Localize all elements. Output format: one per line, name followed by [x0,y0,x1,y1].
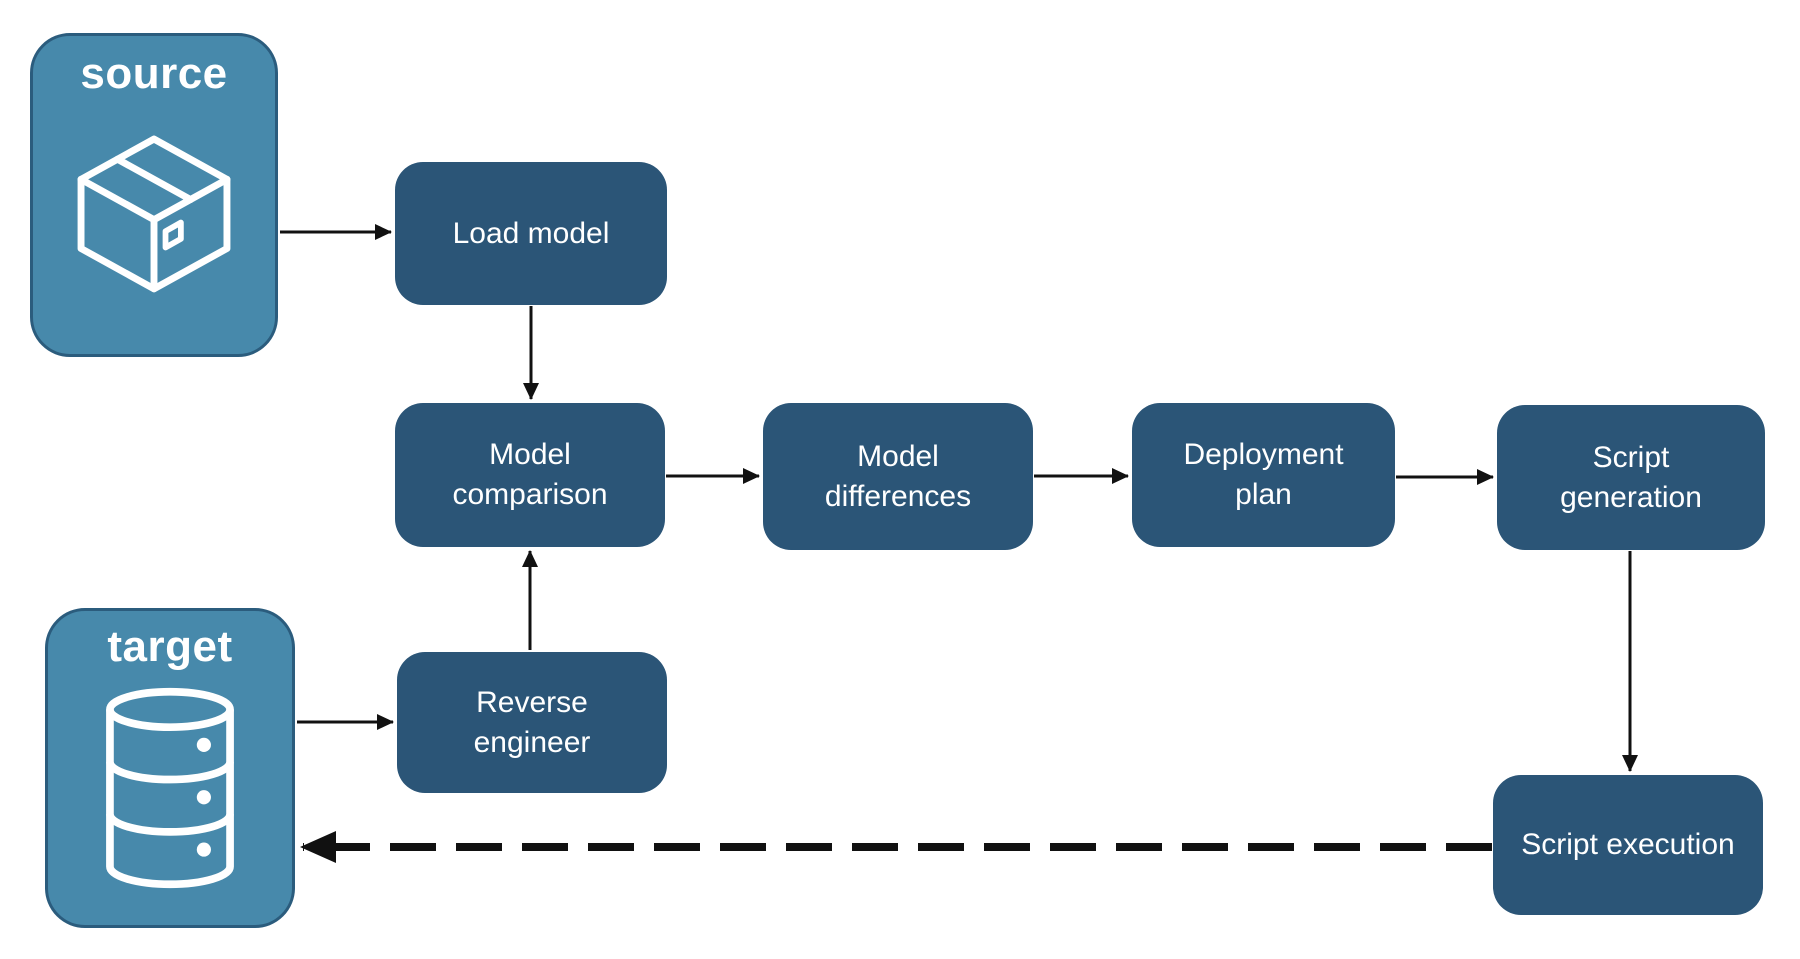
step-label: Deployment plan [1183,438,1344,511]
step-label: Model differences [824,439,972,513]
node-script-execution: Script execution [1493,775,1763,915]
step-label: Script execution [1521,828,1735,862]
step-label: Reverse engineer [473,685,591,759]
node-model-comparison: Model comparison [395,403,665,547]
source-label: source [80,49,228,98]
node-source: source [30,33,278,357]
node-script-generation: Script generation [1497,405,1765,550]
node-target: target [45,608,295,928]
node-model-differences: Model differences [763,403,1033,550]
step-label: Script generation [1560,440,1702,514]
database-icon [106,688,234,889]
node-load-model: Load model [395,162,667,305]
node-reverse-engineer: Reverse engineer [397,652,667,793]
step-label: Model comparison [452,438,608,511]
target-label: target [107,622,233,671]
step-label: Load model [452,216,610,250]
package-icon [77,135,231,293]
node-deployment-plan: Deployment plan [1132,403,1395,547]
